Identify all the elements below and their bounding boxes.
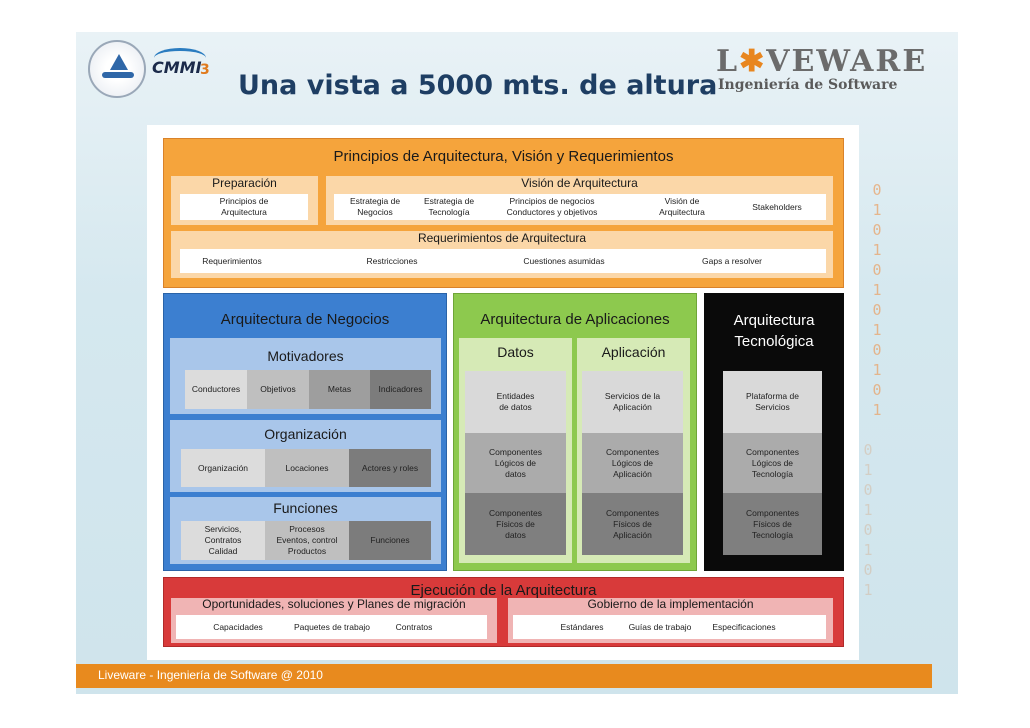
funciones-title: Funciones (273, 500, 338, 516)
gobierno-items-row (513, 615, 826, 639)
binary-digit: 1 (863, 541, 873, 559)
funcion-item: Procesos Eventos, control Productos (265, 521, 349, 560)
oportunidad-item: Contratos (395, 621, 433, 632)
footer-bar (76, 664, 932, 688)
aplicacion-item: Componentes Físicos de Aplicación (582, 493, 683, 555)
liveware-logo: L✱VEWARE Ingeniería de Software (716, 44, 948, 94)
datos-item: Componentes Físicos de datos (465, 493, 566, 555)
vision-item: Estrategia de Negocios (349, 196, 401, 217)
preparacion-title: Preparación (212, 176, 277, 190)
binary-digit: 1 (872, 201, 882, 219)
vision-item: Estrategia de Tecnología (423, 196, 475, 217)
binary-digit: 1 (872, 281, 882, 299)
certification-seal-logo (88, 40, 146, 98)
oportunidades-title: Oportunidades, soluciones y Planes de mi… (202, 597, 466, 611)
funcion-item: Servicios, Contratos Calidad (181, 521, 265, 560)
binary-digit: 0 (872, 381, 882, 399)
binary-digit: 1 (872, 321, 882, 339)
binary-digit: 0 (863, 561, 873, 579)
requerimiento-item: Gaps a resolver (702, 255, 762, 266)
binary-digit: 0 (872, 261, 882, 279)
vision-item: Stakeholders (752, 201, 802, 212)
motivador-item: Metas (309, 370, 370, 409)
seal-triangle-icon (110, 54, 128, 70)
motivador-item: Objetivos (247, 370, 309, 409)
binary-digit: 1 (872, 241, 882, 259)
aplicacion-item: Componentes Lógicos de Aplicación (582, 433, 683, 493)
binary-decoration: 0 1 0 1 0 1 0 1 0 1 0 1 (867, 180, 887, 420)
oportunidad-item: Paquetes de trabajo (293, 621, 371, 632)
binary-digit: 0 (863, 481, 873, 499)
organizacion-item: Actores y roles (349, 449, 431, 487)
ejecucion-title: Ejecución de la Arquitectura (410, 582, 597, 599)
datos-item: Entidades de datos (465, 371, 566, 433)
requerimientos-items-row (180, 249, 826, 273)
binary-digit: 0 (863, 441, 873, 459)
binary-digit: 0 (872, 341, 882, 359)
aplicaciones-title: Arquitectura de Aplicaciones (480, 311, 670, 328)
cmmi-logo: CMMI 3 (150, 48, 212, 88)
tecnologica-item: Plataforma de Servicios (723, 371, 822, 433)
aplicacion-item: Servicios de la Aplicación (582, 371, 683, 433)
liveware-tagline: Ingeniería de Software (718, 77, 898, 93)
binary-digit: 0 (872, 181, 882, 199)
oportunidades-items-row (176, 615, 487, 639)
binary-decoration-faded: 0 1 0 1 0 1 0 1 (858, 440, 878, 600)
gobierno-item: Guías de trabajo (628, 621, 692, 632)
motivador-item: Indicadores (370, 370, 431, 409)
binary-digit: 1 (872, 401, 882, 419)
vision-items-row (334, 194, 826, 220)
footer-text: Liveware - Ingeniería de Software @ 2010 (98, 668, 323, 682)
datos-title: Datos (497, 344, 534, 360)
tecnologica-title: Arquitectura Tecnológica (733, 312, 815, 350)
cmmi-swoosh-icon (154, 48, 206, 68)
oportunidad-item: Capacidades (213, 621, 263, 632)
gobierno-title: Gobierno de la implementación (587, 597, 754, 611)
organizacion-title: Organización (264, 426, 347, 442)
seal-band-icon (102, 72, 134, 78)
motivadores-title: Motivadores (267, 348, 344, 364)
cmmi-logo-text: CMMI (152, 58, 202, 77)
gobierno-item: Estándares (560, 621, 604, 632)
gobierno-item: Especificaciones (712, 621, 776, 632)
binary-digit: 0 (863, 521, 873, 539)
requerimiento-item: Requerimientos (202, 255, 262, 266)
vision-item: Principios de negocios Conductores y obj… (506, 196, 598, 217)
negocios-title: Arquitectura de Negocios (220, 311, 390, 328)
binary-digit: 1 (863, 501, 873, 519)
preparacion-item: Principios de Arquitectura (180, 194, 308, 220)
datos-item: Componentes Lógicos de datos (465, 433, 566, 493)
slide-title: Una vista a 5000 mts. de altura (238, 70, 718, 101)
motivador-item: Conductores (185, 370, 247, 409)
organizacion-item: Locaciones (265, 449, 349, 487)
organizacion-item: Organización (181, 449, 265, 487)
requerimiento-item: Cuestiones asumidas (523, 255, 605, 266)
requerimiento-item: Restricciones (366, 255, 418, 266)
tecnologica-item: Componentes Lógicos de Tecnología (723, 433, 822, 493)
binary-digit: 1 (863, 581, 873, 599)
binary-digit: 1 (863, 461, 873, 479)
person-icon: ✱ (739, 44, 767, 79)
principios-title: Principios de Arquitectura, Visión y Req… (333, 148, 674, 165)
aplicacion-title: Aplicación (601, 344, 666, 360)
vision-title: Visión de Arquitectura (521, 176, 638, 190)
liveware-wordmark: L✱VEWARE (716, 44, 928, 79)
cmmi-level: 3 (200, 62, 210, 78)
binary-digit: 1 (872, 361, 882, 379)
requerimientos-title: Requerimientos de Arquitectura (417, 231, 587, 245)
binary-digit: 0 (872, 301, 882, 319)
funcion-item: Funciones (349, 521, 431, 560)
tecnologica-item: Componentes Físicos de Tecnología (723, 493, 822, 555)
binary-digit: 0 (872, 221, 882, 239)
vision-item: Visión de Arquitectura (659, 196, 705, 217)
